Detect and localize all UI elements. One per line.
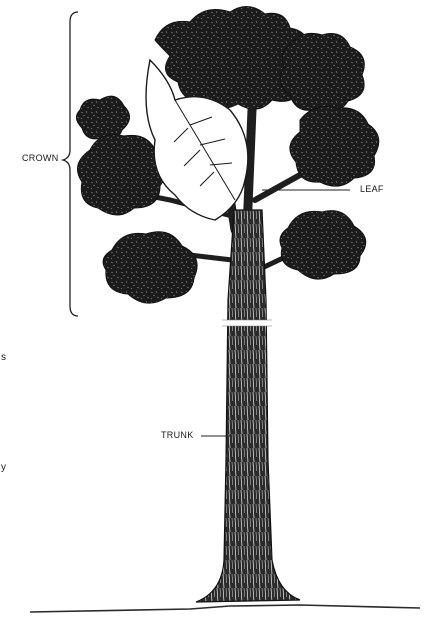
margin-fragment-y: y: [1, 462, 6, 473]
crown-label: CROWN: [22, 153, 59, 163]
ground-line: [30, 605, 420, 612]
margin-fragment-s: s: [1, 352, 6, 363]
crown-bracket: [63, 12, 78, 316]
trunk-label: TRUNK: [161, 430, 194, 440]
trunk: [196, 210, 300, 602]
leaf-label: LEAF: [360, 184, 384, 194]
